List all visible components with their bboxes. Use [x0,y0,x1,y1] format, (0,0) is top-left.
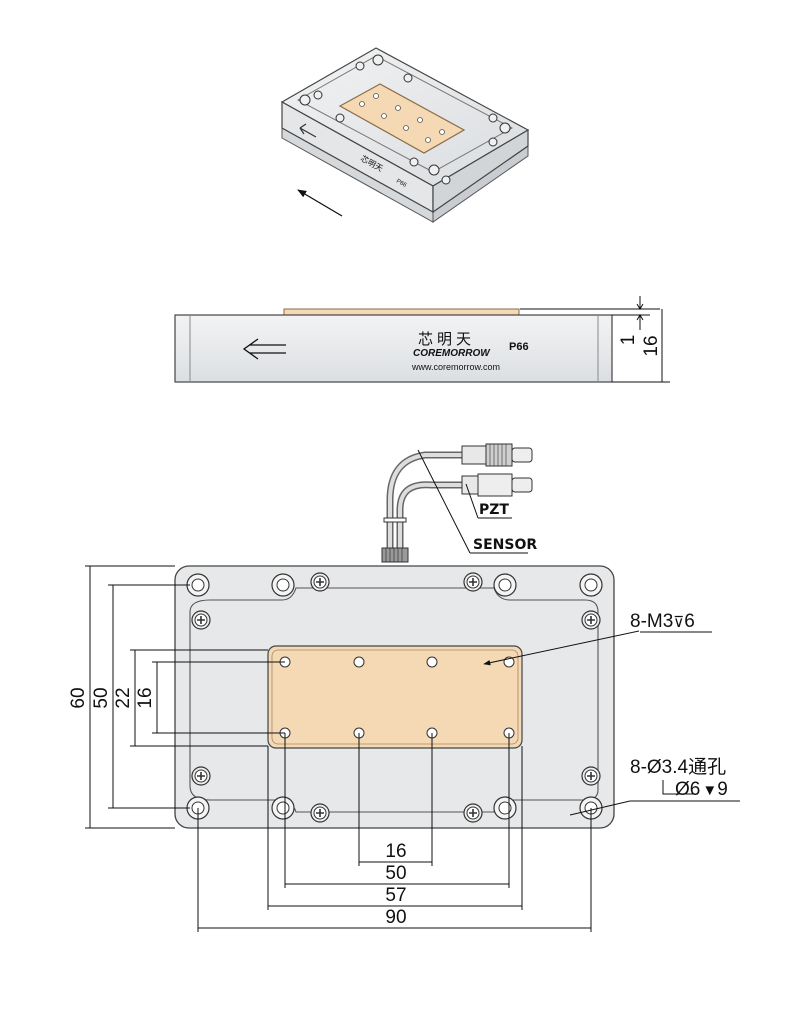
plan-view: 8-M3⊽6 8-Ø3.4通孔 Ø6▼9 60 50 22 16 [68,565,740,932]
dim-h-50: 50 [385,863,406,884]
dim-v-50: 50 [91,687,112,708]
svg-text:8-M3⊽6: 8-M3⊽6 [630,611,695,632]
side-brand-cn: 芯明天 [418,331,475,348]
svg-text:Ø6▼9: Ø6▼9 [675,779,728,800]
label-pzt: PZT [479,502,509,518]
dim-h-57: 57 [385,885,406,906]
dim-h-16: 16 [385,841,406,862]
plan-mirror-pad [267,645,523,749]
dim-v-60: 60 [68,687,89,708]
callout-holes: 8-Ø3.4通孔 Ø6▼9 [569,756,740,816]
cable-assembly: PZT SENSOR [381,443,537,563]
callout-threads-text: 8-M3 [630,611,673,632]
isometric-view: 芯明天 P66 [280,47,530,223]
iso-direction-arrow [297,189,343,217]
label-sensor: SENSOR [473,537,537,553]
callout-threads: 8-M3⊽6 [483,611,712,666]
dim-v-16: 16 [135,687,156,708]
callout-holes-text: 8-Ø3.4通孔 [630,756,726,778]
callout-cbore-text: Ø6 [675,779,700,800]
side-dim-1: 1 [618,335,639,346]
side-brand-en: COREMORROW [413,348,491,359]
side-dim-16: 16 [641,335,662,356]
side-view: 芯明天 COREMORROW www.coremorrow.com P66 1 … [174,296,670,383]
dim-v-22: 22 [113,687,134,708]
side-model: P66 [509,341,529,353]
iso-mirror-pad [338,83,466,154]
callout-cbore-depth: 9 [717,779,728,800]
callout-threads-depth: 6 [684,611,695,632]
side-website: www.coremorrow.com [411,362,500,372]
side-direction-arrow [242,338,286,360]
iso-model: P66 [395,179,408,190]
dim-h-90: 90 [385,907,406,928]
